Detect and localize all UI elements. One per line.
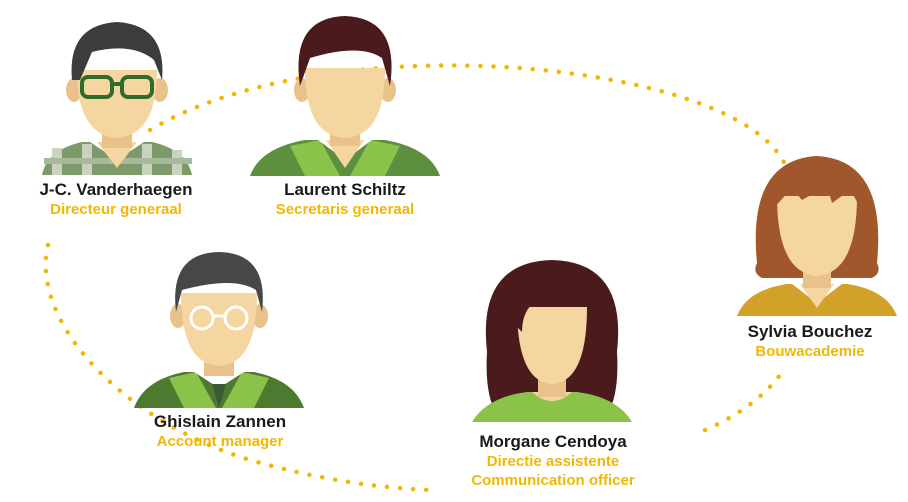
man-icon <box>250 16 440 176</box>
person-bouchez <box>732 148 902 318</box>
person-cendoya <box>462 252 642 430</box>
woman-long-hair-icon <box>472 260 632 422</box>
woman-bob-hair-icon <box>737 156 897 316</box>
person-role: Secretaris generaal <box>275 201 415 218</box>
person-zannen <box>124 238 314 410</box>
person-vanderhaegen <box>22 10 212 180</box>
person-card-cendoya: Morgane Cendoya Directie assistente Comm… <box>440 432 666 490</box>
person-card-schiltz: Laurent Schiltz Secretaris generaal <box>230 180 460 219</box>
person-card-bouchez: Sylvia Bouchez Bouwacademie <box>712 322 908 361</box>
person-role: Directie assistente <box>486 453 620 470</box>
man-glasses-icon <box>42 22 192 175</box>
person-card-zannen: Ghislain Zannen Account manager <box>110 412 330 451</box>
person-schiltz <box>250 8 440 180</box>
person-role: Directeur generaal <box>50 201 182 218</box>
person-card-vanderhaegen: J-C. Vanderhaegen Directeur generaal <box>0 180 232 219</box>
person-name: Sylvia Bouchez <box>747 322 873 341</box>
person-role: Communication officer <box>471 472 635 489</box>
person-name: Ghislain Zannen <box>153 412 287 431</box>
person-role: Bouwacademie <box>755 343 865 360</box>
person-name: J-C. Vanderhaegen <box>39 180 193 199</box>
person-name: Laurent Schiltz <box>284 180 406 199</box>
person-name: Morgane Cendoya <box>479 432 627 451</box>
man-round-glasses-icon <box>134 252 304 408</box>
person-role: Account manager <box>156 433 284 450</box>
